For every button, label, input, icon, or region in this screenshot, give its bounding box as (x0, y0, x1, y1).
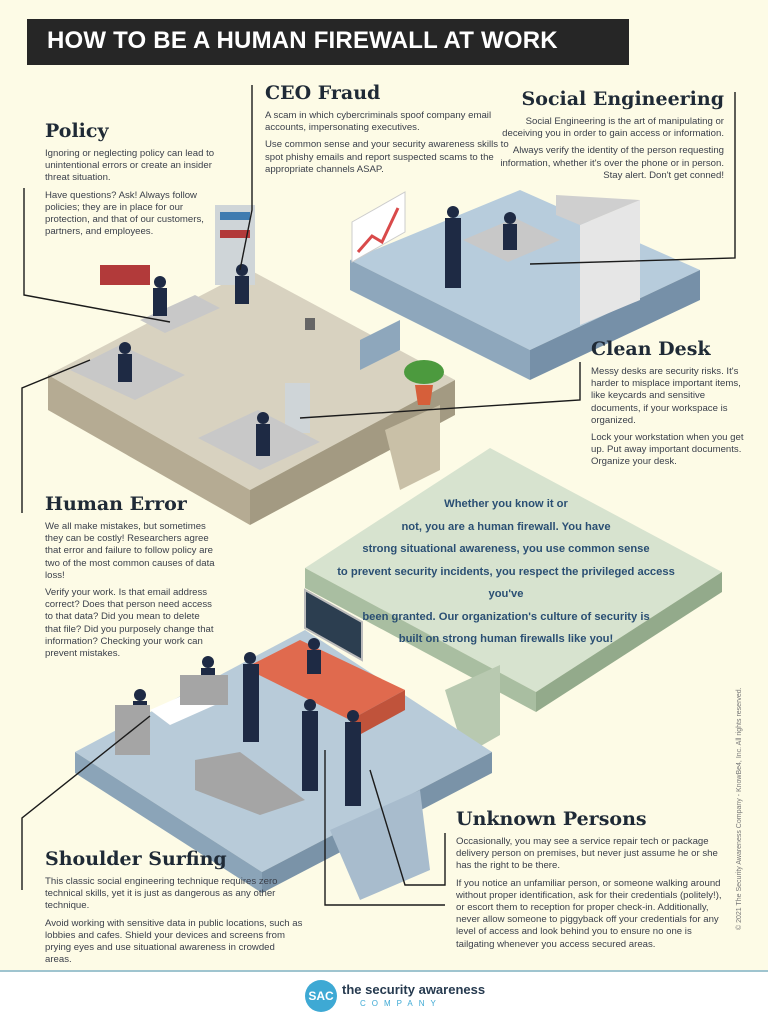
ceo-heading: CEO Fraud (265, 82, 381, 104)
human-text-1: We all make mistakes, but sometimes they… (45, 521, 215, 581)
unknown-heading: Unknown Persons (456, 808, 647, 830)
quote-line-5: been granted. Our organization's culture… (362, 610, 650, 623)
ceo-fraud-section: CEO Fraud A scam in which cybercriminals… (265, 82, 515, 181)
logo-name: the security awareness (342, 982, 486, 997)
social-engineering-section: Social Engineering Social Engineering is… (498, 88, 724, 187)
human-text-2: Verify your work. Is that email address … (45, 587, 214, 660)
footer (0, 972, 768, 1024)
quote-line-3: strong situational awareness, you use co… (362, 543, 650, 555)
ceo-text-1: A scam in which cybercriminals spoof com… (265, 110, 492, 134)
quote-line-1: Whether you know it or (444, 498, 568, 510)
shoulder-text-2: Avoid working with sensitive data in pub… (45, 917, 303, 966)
social-heading: Social Engineering (521, 88, 724, 110)
policy-text-1: Ignoring or neglecting policy can lead t… (45, 148, 215, 184)
unknown-text-1: Occasionally, you may see a service repa… (456, 836, 718, 872)
wall-chart (351, 191, 406, 263)
lobby-sofas (115, 675, 305, 815)
policy-text-2: Have questions? Ask! Always follow polic… (45, 189, 204, 238)
title-banner: HOW TO BE A HUMAN FIREWALL AT WORK (27, 19, 629, 65)
copyright-notice: © 2021 The Security Awareness Company - … (736, 687, 743, 930)
stairs-upper (360, 320, 440, 490)
page-title: HOW TO BE A HUMAN FIREWALL AT WORK (47, 27, 558, 54)
quote-line-6: built on strong human firewalls like you… (398, 633, 614, 645)
social-floor (350, 190, 700, 380)
connector-lines (21, 85, 736, 906)
logo-subtitle: COMPANY (360, 999, 442, 1008)
potted-plant (404, 360, 444, 405)
unknown-persons-section: Unknown Persons Occasionally, you may se… (456, 808, 724, 956)
unknown-text-2: If you notice an unfamiliar person, or s… (456, 877, 722, 950)
reception-desk (245, 318, 405, 740)
quote-line-4: to prevent security incidents, you respe… (337, 565, 675, 601)
policy-heading: Policy (45, 120, 109, 142)
shoulder-surfing-section: Shoulder Surfing This classic social eng… (45, 848, 303, 971)
footer-divider (0, 970, 768, 972)
shoulder-text-1: This classic social engineering techniqu… (45, 876, 278, 912)
social-text-2: Always verify the identity of the person… (500, 145, 724, 181)
clean-desk-section: Clean Desk Messy desks are security risk… (591, 338, 751, 474)
shoulder-heading: Shoulder Surfing (45, 848, 227, 870)
human-heading: Human Error (45, 493, 187, 515)
clean-heading: Clean Desk (591, 338, 711, 360)
human-error-section: Human Error We all make mistakes, but so… (45, 493, 215, 665)
lobby-tv (304, 588, 363, 662)
social-text-1: Social Engineering is the art of manipul… (502, 116, 724, 140)
bookshelves (100, 205, 310, 433)
sac-logo-icon: SAC (305, 980, 337, 1012)
policy-section: Policy Ignoring or neglecting policy can… (45, 120, 217, 243)
human-firewall-quote: Whether you know it or not, you are a hu… (336, 493, 676, 651)
quote-line-2: not, you are a human firewall. You have (401, 520, 611, 533)
ceo-text-2: Use common sense and your security aware… (265, 139, 509, 175)
clean-text-2: Lock your workstation when you get up. P… (591, 432, 744, 468)
clean-text-1: Messy desks are security risks. It's har… (591, 366, 741, 426)
